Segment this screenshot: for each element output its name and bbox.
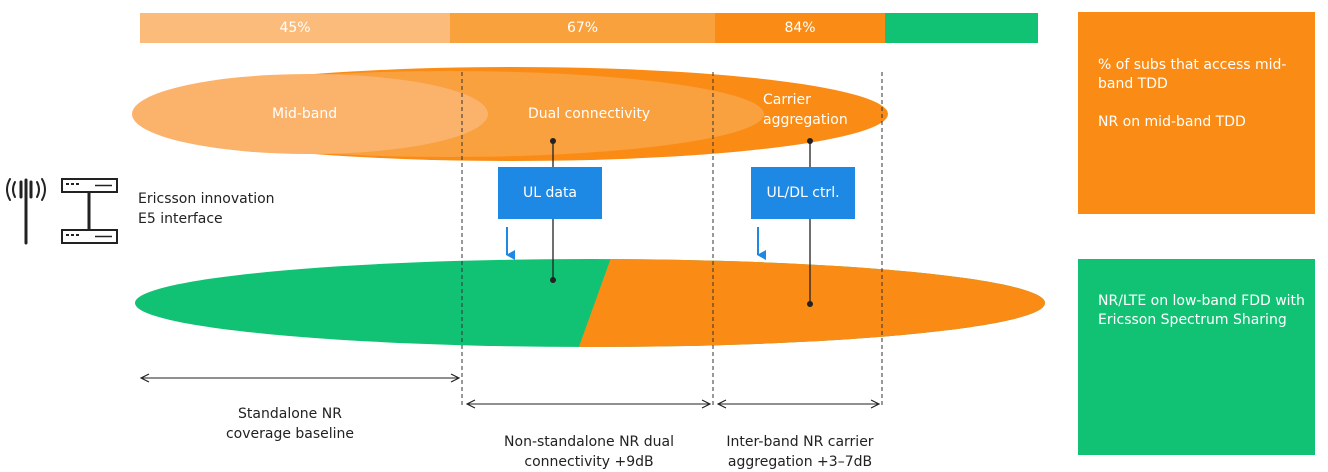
low-band-ellipse bbox=[135, 259, 1045, 347]
ca-annotation: Inter-band NR carrier aggregation +3–7dB bbox=[705, 432, 895, 472]
ctrl-dot-bottom bbox=[807, 301, 813, 307]
legend-orange-line1: % of subs that access mid-band TDD bbox=[1098, 57, 1287, 92]
legend-orange-box: % of subs that access mid-band TDD NR on… bbox=[1078, 12, 1315, 214]
server-rack-icon bbox=[61, 178, 118, 244]
e5-interface-label: Ericsson innovation E5 interface bbox=[138, 189, 275, 229]
ul-data-dot-top bbox=[550, 138, 556, 144]
mid-band-label: Mid-band bbox=[272, 106, 338, 122]
percent-bar-45: 45% bbox=[140, 13, 450, 43]
legend-orange-line2: NR on mid-band TDD bbox=[1098, 114, 1246, 130]
ul-dl-ctrl-label: UL/DL ctrl. bbox=[766, 185, 840, 201]
nsa-line1: Non-standalone NR dual bbox=[504, 434, 674, 450]
ul-data-label: UL data bbox=[522, 185, 578, 201]
ul-dl-ctrl-box: UL/DL ctrl. bbox=[751, 167, 855, 219]
legend-green-text: NR/LTE on low-band FDD with Ericsson Spe… bbox=[1098, 293, 1305, 328]
ca-line1: Inter-band NR carrier bbox=[726, 434, 874, 450]
percent-bar-green bbox=[885, 13, 1038, 43]
ctrl-dot-top bbox=[807, 138, 813, 144]
ca-line2: aggregation +3–7dB bbox=[727, 454, 873, 470]
ul-data-box: UL data bbox=[498, 167, 602, 219]
e5-label-line1: Ericsson innovation bbox=[138, 191, 275, 207]
percent-bar-84: 84% bbox=[715, 13, 885, 43]
legend-green-box: NR/LTE on low-band FDD with Ericsson Spe… bbox=[1078, 259, 1315, 455]
e5-label-line2: E5 interface bbox=[138, 211, 223, 227]
percent-label-45: 45% bbox=[279, 20, 311, 36]
standalone-line2: coverage baseline bbox=[225, 426, 355, 442]
standalone-annotation: Standalone NR coverage baseline bbox=[190, 404, 390, 444]
radio-tower-icon bbox=[6, 178, 46, 245]
dual-connectivity-label: Dual connectivity bbox=[528, 106, 651, 122]
nsa-annotation: Non-standalone NR dual connectivity +9dB bbox=[474, 432, 704, 472]
percent-label-67: 67% bbox=[566, 20, 599, 36]
mid-band-ellipse bbox=[132, 74, 488, 154]
ul-data-dot-bottom bbox=[550, 277, 556, 283]
nsa-line2: connectivity +9dB bbox=[524, 454, 654, 470]
percent-bar-67: 67% bbox=[450, 13, 715, 43]
carrier-aggregation-label: Carrier aggregation bbox=[763, 90, 873, 130]
standalone-line1: Standalone NR bbox=[238, 406, 342, 422]
percent-label-84: 84% bbox=[784, 20, 816, 36]
carrier-aggregation-text: Carrier aggregation bbox=[763, 92, 848, 128]
